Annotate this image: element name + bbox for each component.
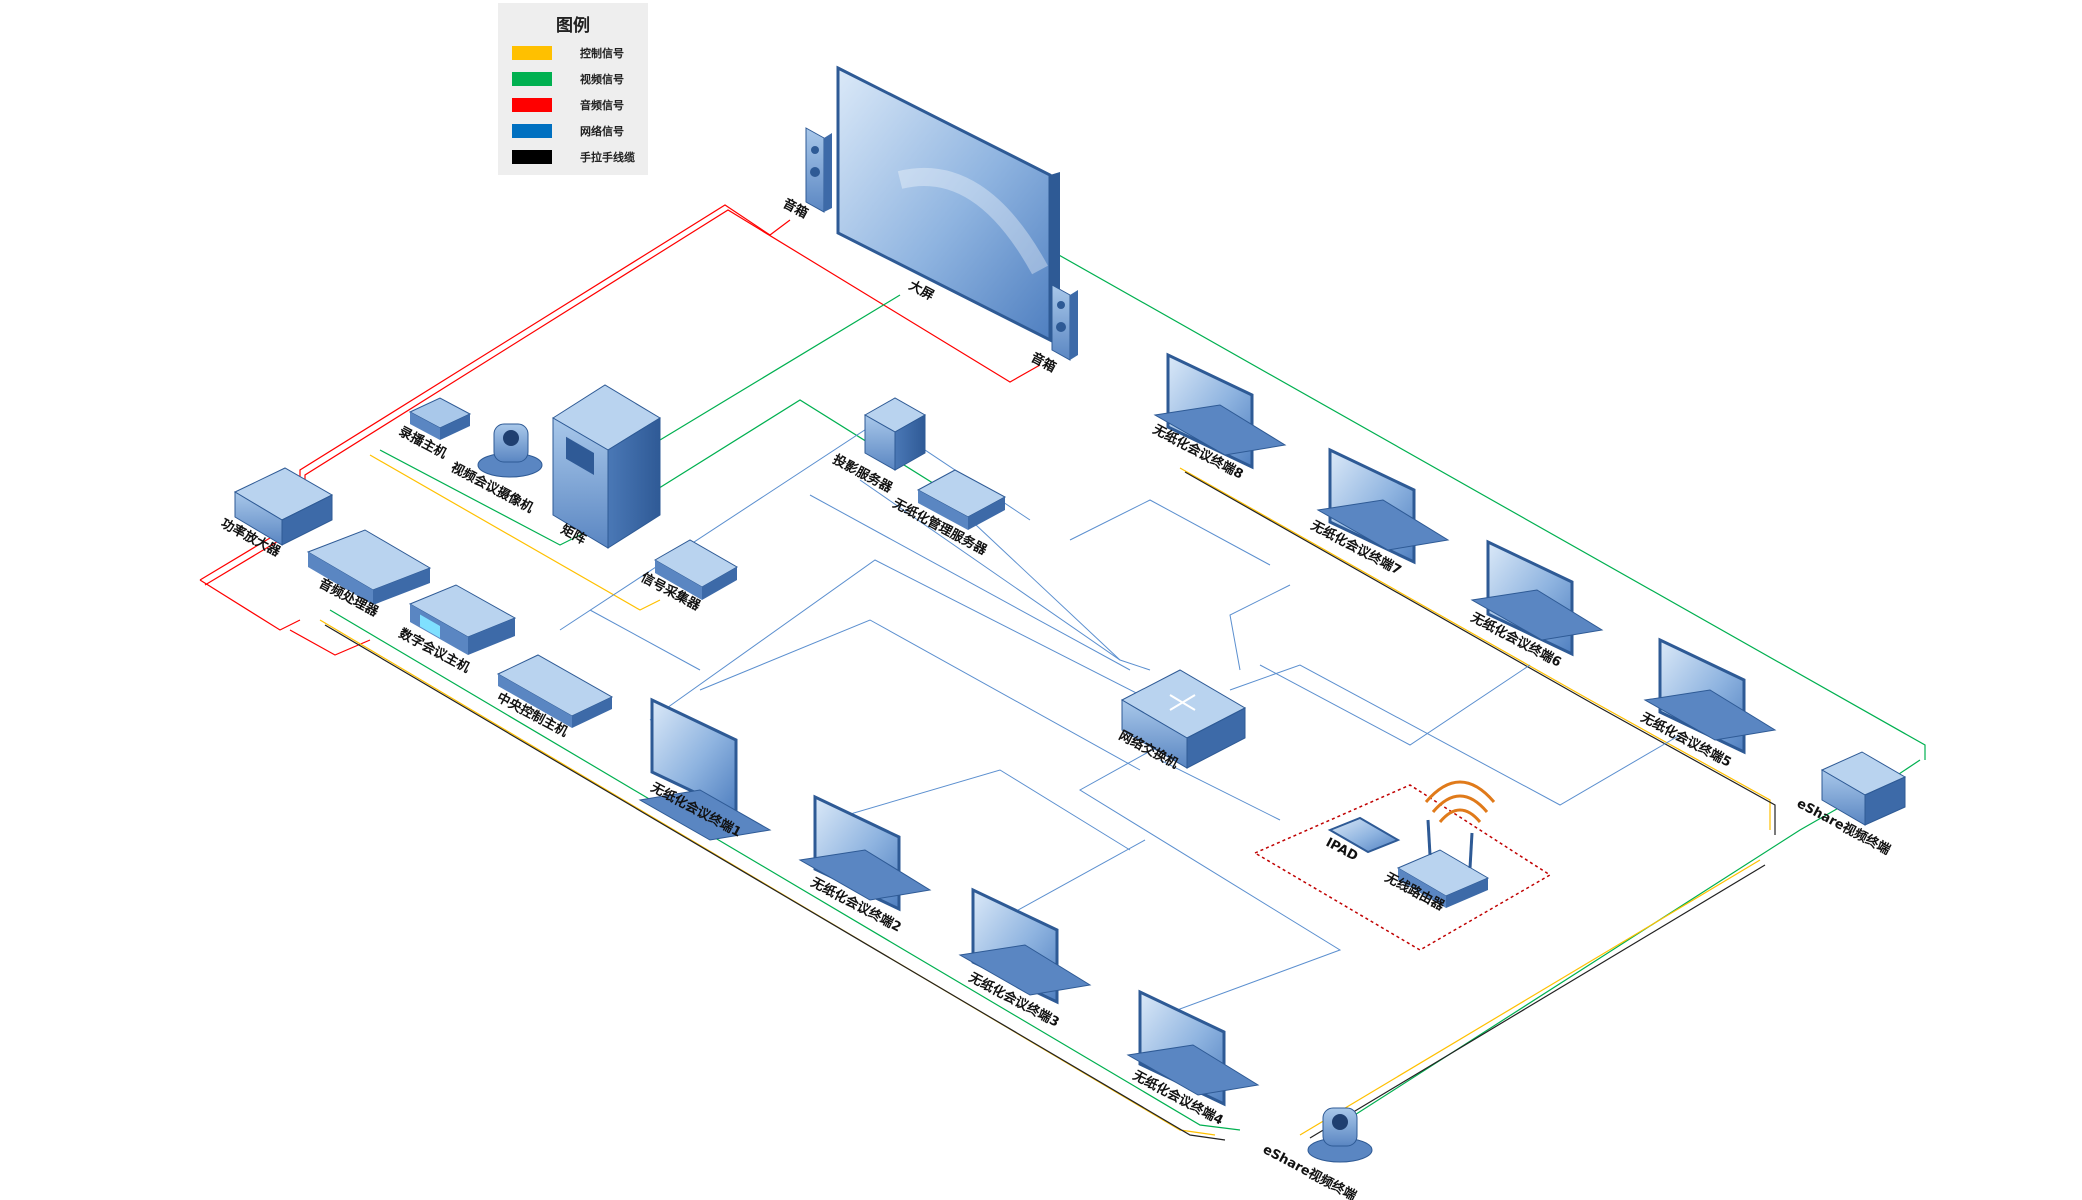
control-cable-main — [319, 619, 1216, 1136]
power-amplifier — [233, 467, 334, 546]
wifi-icon — [1424, 780, 1496, 823]
control-cable-terminals-top — [1179, 467, 1771, 830]
legend: 图例 控制信号 视频信号 音频信号 网络信号 手拉手线缆 — [498, 3, 648, 175]
daisy-chain-cable-right — [1309, 864, 1766, 1139]
ipad — [1327, 816, 1401, 854]
network-cable-matrix — [809, 494, 1131, 671]
paperless-terminal-8 — [1153, 352, 1287, 470]
legend-swatch-network — [512, 124, 552, 138]
projection-server — [863, 397, 927, 471]
audio-processor — [306, 529, 432, 605]
legend-label-audio: 音频信号 — [580, 99, 624, 112]
paperless-terminal-4 — [1126, 989, 1260, 1107]
digital-conference-host — [408, 584, 517, 655]
legend-swatch-control — [512, 46, 552, 60]
central-control-host — [496, 654, 614, 728]
network-cable-t7 — [1229, 584, 1291, 671]
legend-item-control: 控制信号 — [512, 43, 642, 63]
network-cable-t1-switch — [699, 619, 1141, 771]
paperless-terminal-1 — [638, 697, 772, 841]
speaker-right — [1051, 284, 1078, 361]
video-conference-camera — [477, 423, 543, 478]
network-cable-switch-right — [1229, 664, 1681, 806]
paperless-terminal-3 — [958, 887, 1092, 1005]
legend-label-daisy-chain: 手拉手线缆 — [580, 151, 635, 164]
paperless-management-server — [916, 469, 1007, 530]
daisy-chain-cable-main — [324, 624, 1226, 1141]
network-cable-t3 — [999, 839, 1146, 921]
paperless-terminal-7 — [1316, 447, 1450, 565]
network-cable-t6 — [1259, 664, 1531, 746]
video-cable-matrix-screen — [659, 294, 901, 441]
legend-item-daisy-chain: 手拉手线缆 — [512, 147, 642, 167]
legend-item-video: 视频信号 — [512, 69, 642, 89]
network-cable-collector — [589, 609, 701, 671]
network-cable-t8 — [1069, 499, 1271, 566]
legend-swatch-video — [512, 72, 552, 86]
cables — [199, 204, 1926, 1141]
network-cable-t4 — [1079, 739, 1342, 1021]
network-cable-t1 — [649, 559, 1151, 721]
video-cable-projection — [639, 399, 961, 501]
network-cable-t2 — [829, 769, 1131, 851]
network-cable-wireless — [1159, 759, 1281, 821]
control-cable-top — [369, 454, 661, 611]
paperless-terminal-6 — [1470, 539, 1604, 657]
video-cable-main-left — [329, 609, 1241, 1131]
speaker-right-label: 音箱 — [1028, 349, 1058, 375]
signal-collector — [653, 539, 739, 600]
eshare-terminal-bottom — [1307, 1107, 1373, 1163]
legend-title: 图例 — [556, 16, 590, 36]
eshare-terminal-right — [1820, 751, 1907, 826]
daisy-chain-cable-top — [1184, 471, 1776, 835]
control-cable-right — [1299, 859, 1761, 1136]
legend-label-control: 控制信号 — [580, 47, 624, 60]
big-screen — [836, 65, 1060, 343]
audio-cable-processor — [199, 579, 301, 631]
paperless-terminal-2 — [798, 794, 932, 912]
network-cable-mgmt — [959, 509, 1121, 661]
wireless-router — [1396, 819, 1490, 908]
video-cable-screen — [1049, 249, 1926, 760]
network-switch — [1120, 669, 1247, 769]
legend-item-network: 网络信号 — [512, 121, 642, 141]
legend-swatch-daisy-chain — [512, 150, 552, 164]
speaker-left — [805, 127, 832, 213]
legend-swatch-audio — [512, 98, 552, 112]
paperless-terminal-5 — [1643, 637, 1777, 755]
recorder-host — [408, 397, 472, 440]
legend-label-network: 网络信号 — [580, 125, 624, 138]
legend-label-video: 视频信号 — [580, 73, 624, 86]
legend-item-audio: 音频信号 — [512, 95, 642, 115]
matrix — [552, 384, 661, 549]
